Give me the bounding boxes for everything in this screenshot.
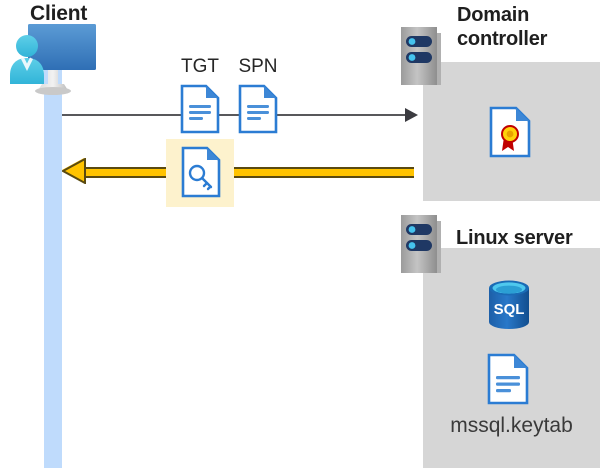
keytab-document-icon <box>487 353 529 405</box>
response-arrow-head-icon <box>62 158 86 184</box>
linux-server-rack-icon <box>401 215 441 273</box>
domain-controller-title: Domain controller <box>457 4 597 51</box>
request-arrow-line <box>62 114 414 116</box>
spn-label: SPN <box>238 56 278 77</box>
spn-document-icon <box>238 84 278 134</box>
sql-database-icon: SQL <box>486 278 532 332</box>
client-title: Client <box>30 2 88 25</box>
request-arrow-head-icon <box>405 108 418 122</box>
linux-server-title: Linux server <box>456 227 573 249</box>
certificate-document-icon <box>489 106 531 158</box>
response-arrow-line <box>78 165 414 178</box>
sql-icon-text: SQL <box>494 301 525 318</box>
domain-controller-title-line1: Domain <box>457 4 530 26</box>
client-lifeline-bar <box>44 60 62 468</box>
domain-controller-server-rack-icon <box>401 27 441 85</box>
tgt-document-icon <box>180 84 220 134</box>
key-document-icon <box>181 146 221 198</box>
keytab-filename-label: mssql.keytab <box>450 414 573 437</box>
client-computer-user-icon <box>8 22 104 98</box>
domain-controller-title-line2: controller <box>457 27 548 50</box>
tgt-label: TGT <box>181 56 219 77</box>
